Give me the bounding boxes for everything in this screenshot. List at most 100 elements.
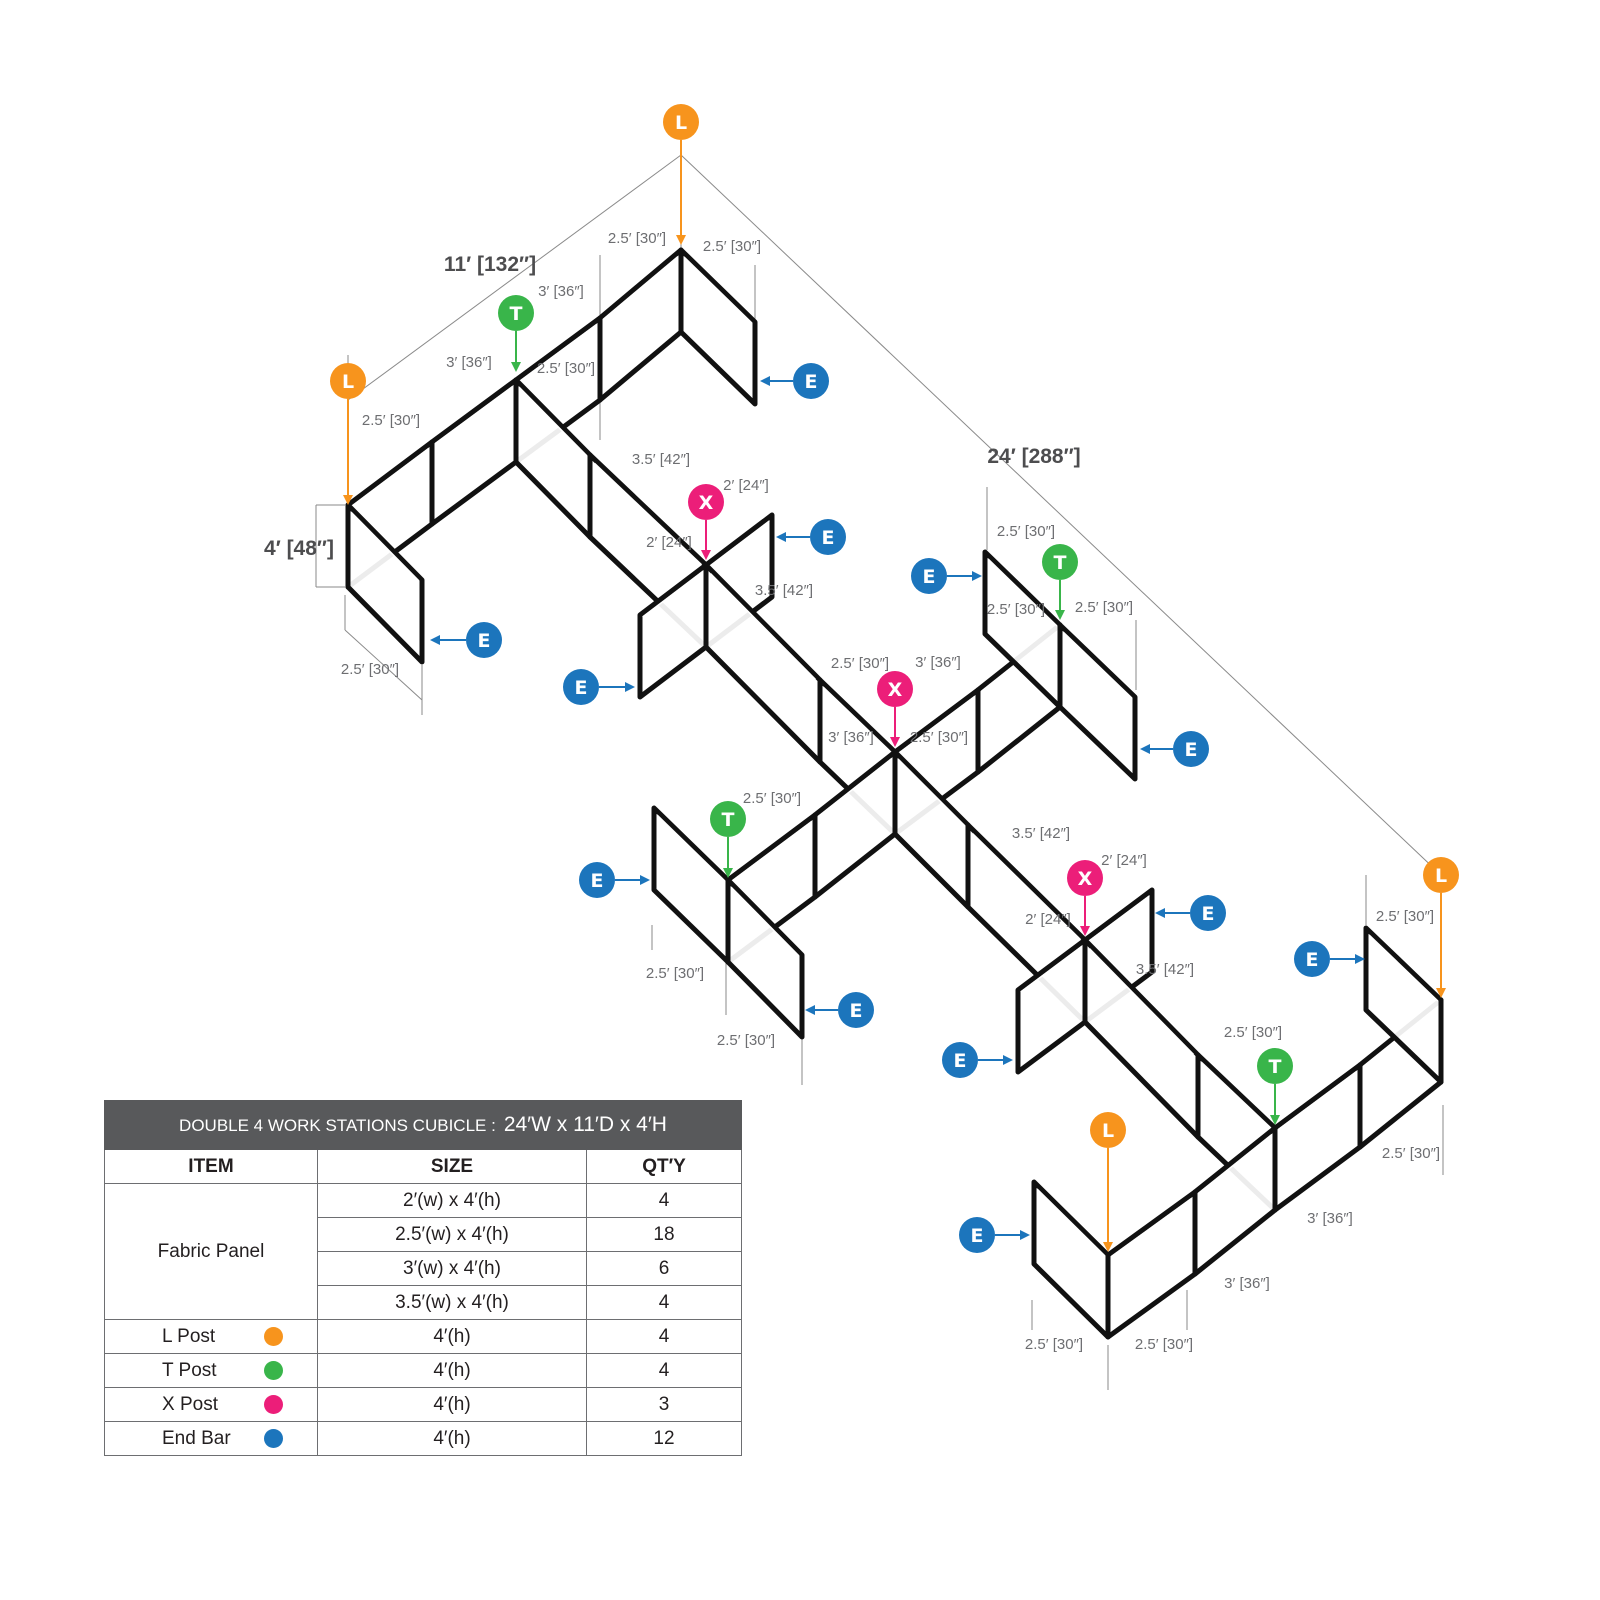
dimension-label: 3.5′ [42″]	[755, 582, 813, 599]
panel-highlight	[642, 570, 704, 618]
l-post-marker-letter: L	[1435, 865, 1447, 887]
qty-cell: 4	[586, 1285, 742, 1320]
arrowhead-icon	[343, 495, 353, 505]
panel-highlight	[731, 820, 812, 883]
t-post-circle-icon	[1257, 1048, 1293, 1084]
t-post-circle-icon	[1042, 544, 1078, 580]
end-bar-marker: E	[579, 862, 650, 898]
end-bar-marker: E	[959, 1217, 1030, 1253]
dimension-label: 2.5′ [30″]	[717, 1032, 775, 1049]
header-size: SIZE	[317, 1149, 587, 1184]
end-bar-marker-letter: E	[923, 566, 936, 588]
t-post-marker: T	[1042, 544, 1078, 620]
dimension-label: 2′ [24″]	[1025, 911, 1071, 928]
arrowhead-icon	[640, 875, 650, 885]
fabric-panel	[1057, 622, 1138, 782]
end-bar-marker: E	[1155, 895, 1226, 931]
l-post-circle-icon	[663, 104, 699, 140]
qty-cell: 6	[586, 1251, 742, 1286]
end-bar-dot-icon	[264, 1428, 283, 1448]
item-x-post: X Post	[104, 1387, 318, 1422]
fabric-panel	[1105, 1189, 1198, 1340]
end-bar-marker-letter: E	[575, 677, 588, 699]
end-bar-marker: E	[942, 1042, 1013, 1078]
arrowhead-icon	[723, 868, 733, 878]
end-bar-marker-letter: E	[591, 870, 604, 892]
t-post-marker: T	[1257, 1048, 1293, 1125]
end-bar-marker: E	[760, 363, 829, 399]
qty-cell: 4	[586, 1353, 742, 1388]
panel-highlight	[710, 573, 816, 680]
table-row: Fabric Panel 2′(w) x 4′(h) 4	[104, 1183, 742, 1320]
end-bar-marker: E	[430, 622, 502, 658]
overall-depth-label: 11′ [132″]	[444, 253, 536, 276]
dimension-label: 2.5′ [30″]	[997, 523, 1055, 540]
item-label: X Post	[162, 1393, 218, 1415]
dimension-label: 3′ [36″]	[828, 729, 874, 746]
dimension-label: 3.5′ [42″]	[632, 451, 690, 468]
t-post-marker: T	[710, 801, 746, 878]
panel-highlight	[1197, 1133, 1273, 1195]
dimension-label: 2.5′ [30″]	[1075, 599, 1133, 616]
l-post-circle-icon	[1090, 1112, 1126, 1148]
end-bar-marker-letter: E	[822, 527, 835, 549]
end-bar-circle-icon	[911, 558, 947, 594]
dimension-label: 2.5′ [30″]	[1376, 908, 1434, 925]
dimension-label: 3.5′ [42″]	[1012, 825, 1070, 842]
arrowhead-icon	[676, 235, 686, 245]
fabric-panel	[597, 247, 684, 403]
arrowhead-icon	[760, 376, 770, 386]
size-cell: 4′(h)	[317, 1319, 587, 1354]
t-post-marker-letter: T	[1269, 1056, 1282, 1078]
size-cell: 3′(w) x 4′(h)	[317, 1251, 587, 1286]
table-title: DOUBLE 4 WORK STATIONS CUBICLE :24′W x 1…	[104, 1100, 742, 1150]
end-bar-circle-icon	[1294, 941, 1330, 977]
dimension-label: 2.5′ [30″]	[831, 655, 889, 672]
arrowhead-icon	[1436, 988, 1446, 998]
panels	[345, 247, 1444, 1340]
dimension-label: 2.5′ [30″]	[608, 230, 666, 247]
x-post-circle-icon	[877, 671, 913, 707]
end-bar-marker-letter: E	[805, 371, 818, 393]
dimension-label: 2.5′ [30″]	[1025, 1336, 1083, 1353]
arrowhead-icon	[1003, 1055, 1013, 1065]
end-bar-marker: E	[1140, 731, 1209, 767]
arrowhead-icon	[890, 737, 900, 747]
t-post-circle-icon	[710, 801, 746, 837]
dimension-label: 2′ [24″]	[1101, 852, 1147, 869]
panel-highlight	[1200, 1061, 1273, 1130]
qty-cell: 3	[586, 1387, 742, 1422]
item-l-post: L Post	[104, 1319, 318, 1354]
end-bar-marker-letter: E	[478, 630, 491, 652]
end-bar-circle-icon	[810, 519, 846, 555]
size-cell: 2.5′(w) x 4′(h)	[317, 1217, 587, 1252]
size-cell: 4′(h)	[317, 1421, 587, 1456]
dimension-label: 2.5′ [30″]	[362, 412, 420, 429]
end-bar-marker-letter: E	[1202, 903, 1215, 925]
table-row: 3.5′(w) x 4′(h)4	[105, 1285, 742, 1320]
end-bar-circle-icon	[793, 363, 829, 399]
arrowhead-icon	[1055, 610, 1065, 620]
dimension-label: 2.5′ [30″]	[1135, 1336, 1193, 1353]
end-bar-marker: E	[563, 669, 635, 705]
end-bar-circle-icon	[942, 1042, 978, 1078]
l-post-circle-icon	[1423, 857, 1459, 893]
end-bar-circle-icon	[1190, 895, 1226, 931]
arrowhead-icon	[1355, 954, 1365, 964]
panel-highlight	[730, 886, 800, 957]
arrowhead-icon	[625, 682, 635, 692]
arrowhead-icon	[805, 1005, 815, 1015]
overall-width-label: 24′ [288″]	[987, 445, 1080, 468]
panel-highlight	[683, 256, 753, 324]
dimension-line	[344, 629, 423, 701]
arrowhead-icon	[1080, 926, 1090, 936]
fabric-panel	[678, 247, 758, 407]
panel-highlight	[1088, 948, 1195, 1055]
panel-highlight	[656, 814, 726, 882]
panel-highlight	[897, 758, 966, 827]
panel-highlight	[1277, 1070, 1358, 1131]
end-bar-marker: E	[911, 558, 982, 594]
